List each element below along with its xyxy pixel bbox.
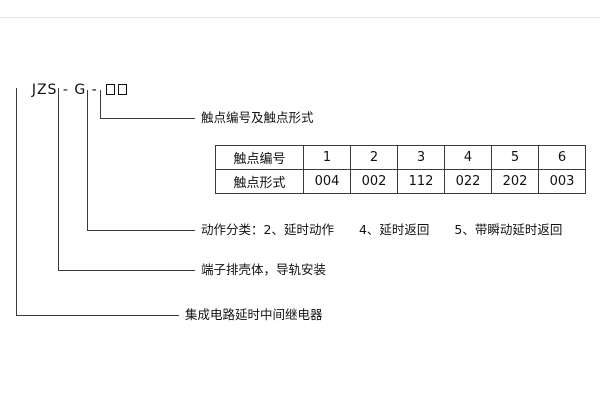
callout-line-action-horizontal <box>87 230 195 231</box>
placeholder-box-icon <box>106 84 116 95</box>
table-cell: 4 <box>444 145 492 170</box>
callout-line-relay-vertical <box>16 88 17 315</box>
callout-relay-label: 集成电路延时中间继电器 <box>185 307 323 322</box>
model-code-text: JZS - G - <box>31 82 104 98</box>
table-cell: 002 <box>350 169 398 194</box>
table-row: 触点编号 1 2 3 4 5 6 <box>215 145 586 170</box>
callout-line-action-vertical <box>87 90 88 230</box>
page-edge-rule <box>0 17 600 18</box>
table-cell: 3 <box>397 145 445 170</box>
table-cell: 112 <box>397 169 445 194</box>
table-cell: 1 <box>303 145 351 170</box>
model-code: JZS - G - <box>10 66 128 114</box>
callout-line-relay-horizontal <box>16 315 179 316</box>
table-cell: 003 <box>538 169 586 194</box>
table-cell: 022 <box>444 169 492 194</box>
table-cell: 2 <box>350 145 398 170</box>
table-cell: 触点形式 <box>215 169 304 194</box>
callout-line-housing-horizontal <box>58 270 195 271</box>
table-cell: 触点编号 <box>215 145 304 170</box>
callout-action-label: 动作分类：2、延时动作 4、延时返回 5、带瞬动延时返回 <box>201 222 563 237</box>
table-row: 触点形式 004 002 112 022 202 003 <box>215 169 586 194</box>
placeholder-box-icon <box>118 84 128 95</box>
table-cell: 004 <box>303 169 351 194</box>
table-cell: 5 <box>491 145 539 170</box>
table-cell: 202 <box>491 169 539 194</box>
callout-line-contact-horizontal <box>100 118 195 119</box>
callout-line-housing-vertical <box>58 88 59 270</box>
contact-table: 触点编号 1 2 3 4 5 6 触点形式 004 002 112 022 20… <box>215 145 586 194</box>
table-cell: 6 <box>538 145 586 170</box>
callout-housing-label: 端子排壳体，导轨安装 <box>201 262 327 277</box>
callout-contact-label: 触点编号及触点形式 <box>201 110 314 125</box>
callout-line-contact-vertical <box>100 90 101 118</box>
